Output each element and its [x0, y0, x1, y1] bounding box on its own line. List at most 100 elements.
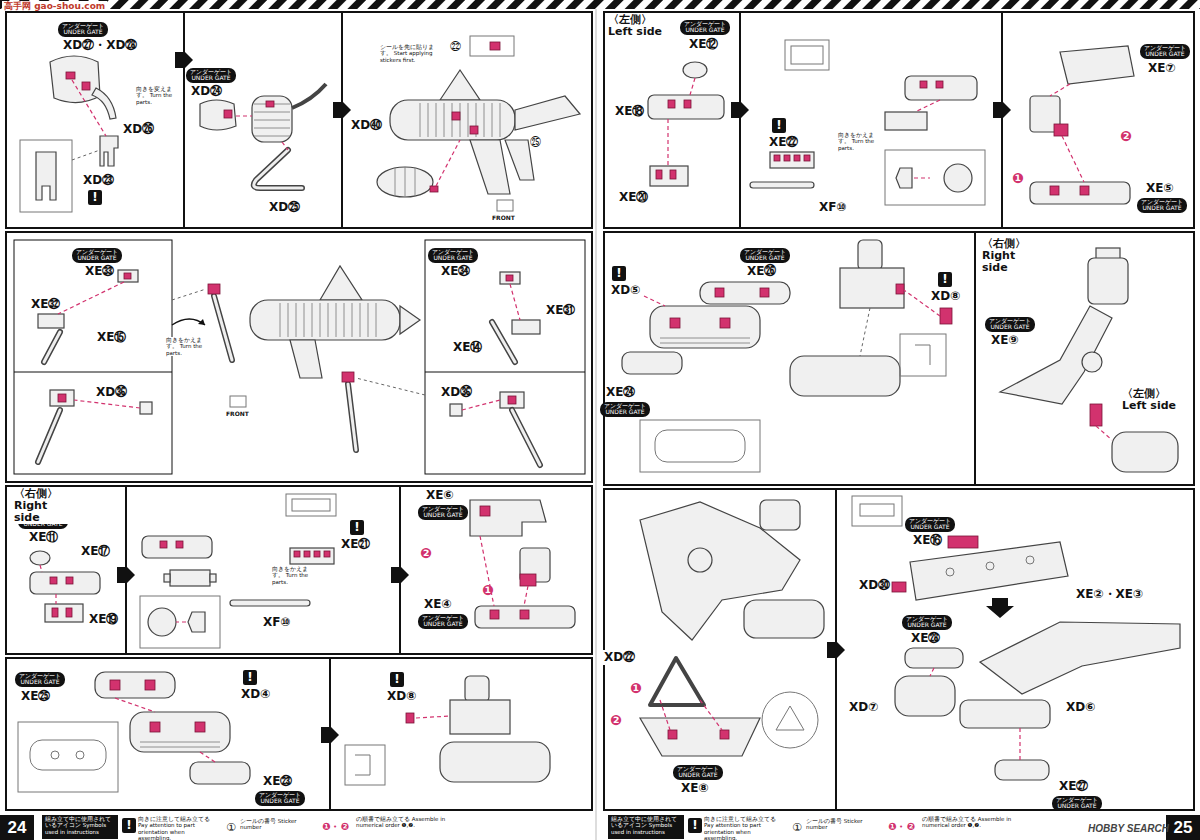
- part-number: XE㉔: [605, 385, 636, 400]
- legend-text: 向きに注意して組み立てる Pay attention to part orien…: [138, 816, 218, 840]
- part-drawing: [684, 100, 691, 108]
- inset-frame: [14, 372, 172, 373]
- part-drawing: [45, 604, 83, 622]
- part-drawing: [791, 46, 823, 64]
- caution-icon: !: [938, 272, 952, 287]
- part-drawing: [512, 410, 540, 465]
- part-drawing: [986, 562, 994, 570]
- step-number: ❶: [1012, 170, 1024, 186]
- part-number: XD㉒: [603, 650, 636, 665]
- part-drawing: [400, 306, 420, 334]
- part-drawing: [320, 266, 362, 300]
- legend-text: 向きに注意して組み立てる Pay attention to part orien…: [704, 816, 784, 840]
- node-text: アンダーゲート UNDER GATE: [255, 792, 305, 805]
- panel-frame: [6, 658, 592, 810]
- part-drawing: [640, 420, 760, 472]
- under-gate-badge: アンダーゲート UNDER GATE: [680, 20, 730, 35]
- caution-icon: !: [122, 818, 136, 833]
- node-text: アンダーゲート UNDER GATE: [58, 23, 108, 36]
- part-drawing: [895, 676, 955, 716]
- assembly-guide-line: [860, 308, 870, 356]
- under-gate-badge: アンダーゲート UNDER GATE: [255, 791, 305, 806]
- node-text: アンダーゲート UNDER GATE: [985, 318, 1035, 331]
- part-drawing: [214, 296, 232, 360]
- part-drawing: [506, 275, 513, 281]
- part-drawing: [38, 314, 64, 328]
- node-text: !: [938, 272, 952, 287]
- node-text: アンダーゲート UNDER GATE: [1052, 797, 1102, 810]
- part-drawing: [936, 81, 943, 88]
- part-drawing: [500, 392, 524, 408]
- part-number: XE⑯: [912, 533, 943, 548]
- part-drawing: [148, 608, 176, 636]
- part-number: XE㉝: [84, 264, 115, 279]
- part-drawing: [668, 100, 675, 108]
- sticker-number: ①: [226, 821, 236, 834]
- part-drawing: [794, 155, 800, 161]
- assembly-guide-line: [690, 78, 695, 95]
- part-drawing: [208, 284, 220, 294]
- caution-icon: !: [688, 818, 702, 833]
- part-number: XE㉕: [20, 689, 51, 704]
- part-drawing: [44, 332, 60, 362]
- part-drawing: [252, 96, 292, 142]
- part-drawing: [860, 504, 894, 516]
- part-drawing: [450, 700, 510, 734]
- part-drawing: [230, 396, 246, 407]
- part-drawing: [852, 496, 902, 526]
- part-drawing: [292, 84, 326, 108]
- page-number: 24: [0, 815, 34, 840]
- node-text: !: [88, 190, 102, 205]
- node-text: 25: [1166, 815, 1200, 840]
- part-number: XD⑤: [610, 283, 641, 298]
- assembly-guide-line: [115, 698, 155, 712]
- side-heading: 〈左側〉 Left side: [1122, 388, 1184, 412]
- part-drawing: [490, 610, 499, 619]
- panel-frame: [1001, 12, 1003, 228]
- part-number: XE㉗: [1058, 779, 1089, 794]
- front-mark: FRONT: [492, 214, 515, 221]
- assembly-guide-line: [200, 752, 215, 762]
- part-number: XE㉓: [262, 774, 293, 789]
- part-drawing: [50, 577, 57, 584]
- part-drawing: [76, 751, 84, 759]
- part-drawing: [30, 551, 50, 565]
- part-drawing: [118, 270, 138, 282]
- part-number: XE㉛: [545, 303, 576, 318]
- part-drawing: [670, 318, 680, 328]
- part-number: XE⑲: [88, 612, 119, 627]
- caution-icon: !: [612, 266, 626, 281]
- part-number: XE⑪: [28, 530, 59, 545]
- part-drawing: [650, 306, 760, 348]
- part-number: XD⑧: [386, 689, 417, 704]
- assembly-guide-line: [236, 115, 252, 116]
- panel-frame: [6, 232, 592, 482]
- part-number: XD㊵: [350, 118, 383, 133]
- part-drawing: [1060, 46, 1134, 84]
- sticker-number: ①: [792, 821, 802, 834]
- part-drawing: [688, 548, 712, 572]
- under-gate-badge: アンダーゲート UNDER GATE: [1140, 44, 1190, 59]
- part-drawing: [1088, 258, 1128, 304]
- step-arrow: [993, 102, 1011, 118]
- part-drawing: [230, 600, 310, 606]
- part-drawing: [785, 40, 829, 70]
- part-drawing: [18, 722, 118, 792]
- legend-title: 組み立て中に使用されているアイコン Symbols used in instru…: [42, 815, 118, 839]
- instruction-note: 向きをかえます。 Turn the parts.: [272, 566, 318, 585]
- part-number: XF⑩: [262, 615, 292, 630]
- assembly-guide-line: [436, 140, 460, 186]
- part-drawing: [946, 568, 954, 576]
- part-drawing: [290, 340, 322, 378]
- part-drawing: [110, 680, 120, 690]
- part-drawing: [960, 700, 1050, 728]
- part-drawing: [762, 692, 818, 748]
- part-drawing: [36, 152, 56, 200]
- part-drawing: [905, 76, 977, 100]
- part-drawing: [170, 570, 210, 586]
- part-drawing: [470, 36, 514, 56]
- under-gate-badge: アンダーゲート UNDER GATE: [1137, 198, 1187, 213]
- part-drawing: [683, 62, 707, 78]
